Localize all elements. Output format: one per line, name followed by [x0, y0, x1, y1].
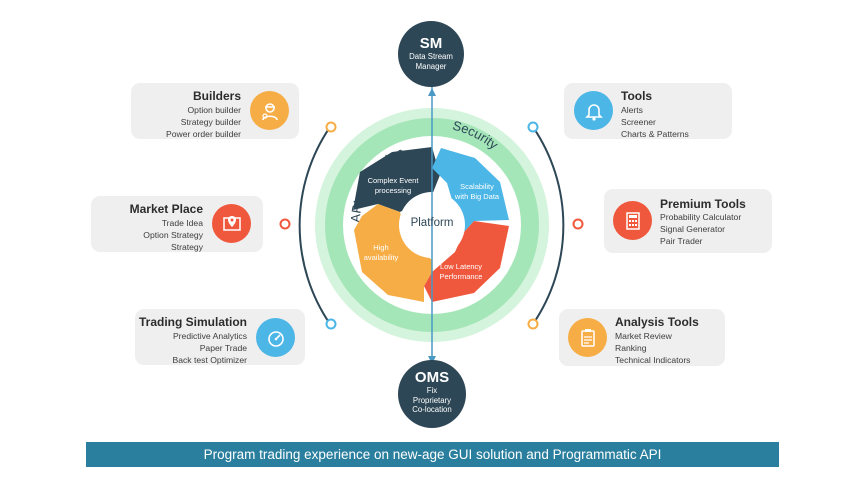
arrow-up-icon [428, 88, 436, 96]
engineer-icon [250, 91, 289, 130]
segment-scalability [432, 148, 509, 232]
speedometer-icon [256, 318, 295, 357]
dot-trading-sim [325, 318, 337, 330]
analysis-tools-title: Analysis Tools [615, 315, 699, 329]
right-arc [532, 126, 565, 325]
oms-title: OMS [414, 369, 450, 386]
market-place-title: Market Place [129, 202, 203, 216]
tools-title: Tools [621, 89, 653, 103]
platform-label: Platform [410, 217, 454, 229]
segment-high-availability [354, 204, 432, 302]
oms-node: OMS Fix Proprietary Co-location [398, 360, 466, 428]
sm-title: SM [419, 35, 443, 52]
segment-low-latency [424, 221, 509, 302]
oms-line-1: Fix [426, 386, 438, 395]
dot-tools [527, 121, 539, 133]
sm-line-2: Manager [415, 61, 447, 71]
dot-analysis-tools [527, 318, 539, 330]
calculator-icon [613, 201, 652, 240]
dot-builders [325, 121, 337, 133]
dot-premium-tools [572, 218, 584, 230]
sm-node: SM Data Stream Manager [398, 21, 464, 87]
oms-line-3: Co-location [412, 405, 452, 414]
dot-market-place [279, 218, 291, 230]
caption-banner: Program trading experience on new-age GU… [86, 442, 779, 467]
clipboard-icon [568, 318, 607, 357]
premium-tools-title: Premium Tools [660, 197, 746, 211]
builders-title: Builders [192, 89, 241, 103]
oms-line-2: Proprietary [412, 395, 452, 405]
trading-simulation-title: Trading Simulation [138, 315, 247, 329]
map-pin-icon [212, 204, 251, 243]
bell-icon [574, 91, 613, 130]
sm-line-1: Data Stream [409, 52, 453, 61]
left-arc [298, 126, 331, 325]
